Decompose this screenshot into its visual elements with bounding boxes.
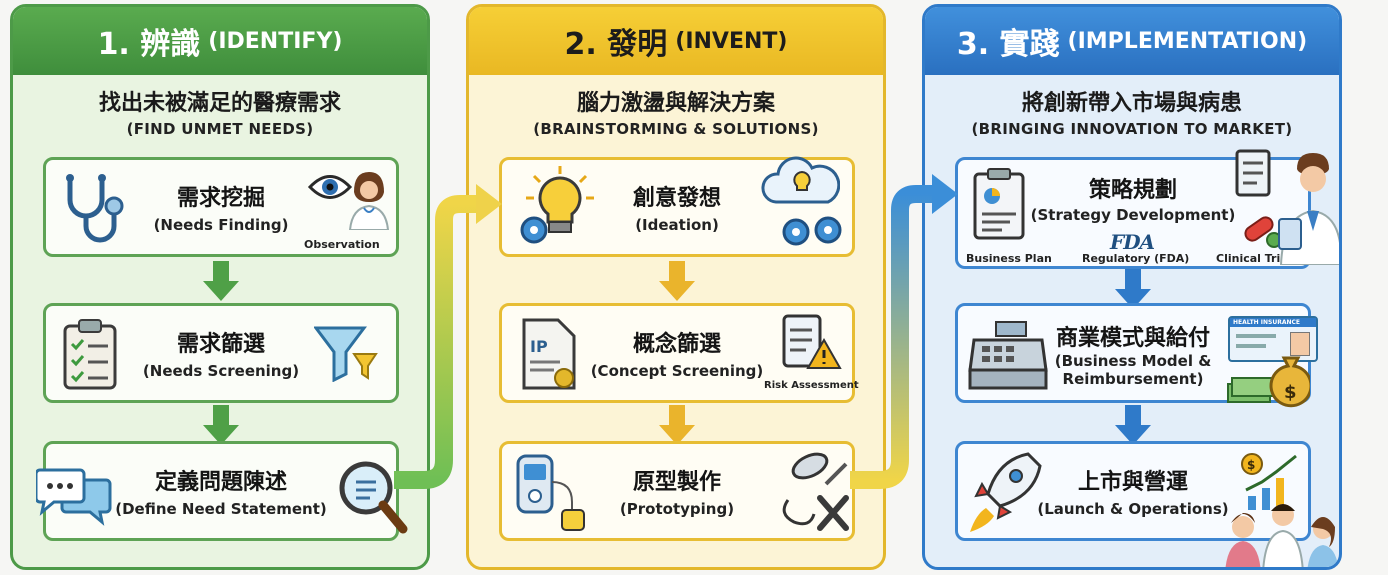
device-icon [516,454,585,531]
step-strategy-development: 策略規劃 (Strategy Development) FDA Business… [955,157,1311,269]
rocket-icon [970,452,1042,532]
step-title: 定義問題陳述 [154,470,287,495]
stage-invent: 2. 發明 (INVENT) 腦力激盪與解決方案 (BRAINSTORMING … [466,4,886,570]
flow-arrow-identify-to-invent [394,184,502,489]
insurance-card-label: HEALTH INSURANCE [1230,318,1316,327]
stage-identify-subtitle: 找出未被滿足的醫療需求 (FIND UNMET NEEDS) [13,85,427,138]
step-title-en: (Strategy Development) [1030,206,1236,224]
ip-document-icon: IP [522,318,576,390]
down-arrow [203,405,239,445]
step-title-en-line-1: (Business Model & [1054,352,1212,370]
step-prototyping: 原型製作 (Prototyping) [499,441,855,541]
subtitle-zh: 腦力激盪與解決方案 [576,91,775,116]
step-title: 創意發想 [632,186,721,211]
stage-implementation-title: 3. 實踐 [956,27,1060,62]
magnifier-icon [339,461,408,534]
regulatory-fda-label: Regulatory (FDA) [1082,252,1190,265]
chat-bubbles-icon [36,468,112,526]
stage-identify-title-en: (IDENTIFY) [208,28,343,54]
observation-label: Observation [304,238,380,251]
step-title: 概念篩選 [632,332,721,357]
stage-implementation: 3. 實踐 (IMPLEMENTATION) 將創新帶入市場與病患 (BRING… [922,4,1342,570]
checklist-icon [63,319,117,390]
down-arrow [1115,269,1151,309]
step-title-en: (Business Model & Reimbursement) [958,352,1308,388]
step-title-en: (Needs Finding) [153,216,289,234]
people-icon [1225,504,1339,567]
stage-invent-title-en: (INVENT) [675,28,788,54]
cash-register-icon [968,321,1048,390]
step-needs-finding: 需求挖掘 (Needs Finding) Observation [43,157,399,257]
step-title-en: (Ideation) [635,216,719,234]
stage-identify-header: 1. 辨識 (IDENTIFY) [13,7,427,75]
down-arrow [203,261,239,301]
svg-text:IP: IP [530,337,548,356]
clinical-trials-label: Clinical Trials [1216,252,1298,265]
stage-implementation-title-en: (IMPLEMENTATION) [1067,28,1308,54]
subtitle-zh: 將創新帶入市場與病患 [1021,91,1242,116]
down-arrow [659,261,695,301]
step-title-en: (Define Need Statement) [115,500,327,518]
down-arrow [659,405,695,445]
business-plan-icon [973,168,1025,240]
step-title: 需求篩選 [176,332,265,357]
stage-implementation-header: 3. 實踐 (IMPLEMENTATION) [925,7,1339,75]
subtitle-en: (FIND UNMET NEEDS) [126,120,314,138]
risk-assessment-label: Risk Assessment [764,380,859,391]
step-needs-screening: 需求篩選 (Needs Screening) [43,303,399,403]
flow-arrow-invent-to-implementation [850,174,958,489]
funnel-icon [314,326,378,382]
insurance-card-icon: HEALTH INSURANCE [1228,316,1318,362]
svg-text:$: $ [1284,382,1297,403]
warning-clipboard-icon [782,314,842,369]
doctor-clipboard-icon [1235,149,1339,265]
stage-identify-title: 1. 辨識 [97,27,201,62]
cloud-idea-icon [761,156,840,204]
step-title-en: (Needs Screening) [142,362,300,380]
down-arrow [1115,405,1151,445]
step-title: 需求挖掘 [176,186,265,211]
tools-icon [782,452,849,531]
step-title: 上市與營運 [1077,470,1188,495]
subtitle-en: (BRINGING INNOVATION TO MARKET) [971,120,1293,138]
gears-icon [782,216,842,246]
step-define-need-statement: 定義問題陳述 (Define Need Statement) [36,441,408,541]
stage-identify: 1. 辨識 (IDENTIFY) 找出未被滿足的醫療需求 (FIND UNMET… [10,4,430,570]
subtitle-zh: 找出未被滿足的醫療需求 [98,91,341,116]
subtitle-en: (BRAINSTORMING & SOLUTIONS) [533,120,819,138]
growth-chart-icon: $ [1241,453,1297,510]
eye-icon [308,175,352,199]
stage-implementation-subtitle: 將創新帶入市場與病患 (BRINGING INNOVATION TO MARKE… [925,85,1339,138]
step-concept-screening: IP 概念篩選 (Concept Screening) Risk Assessm… [499,303,859,403]
stethoscope-icon [66,174,124,243]
step-business-model: 商業模式與給付 (Business Model & Reimbursement)… [955,303,1318,408]
step-title: 商業模式與給付 [1055,326,1210,351]
step-title-en: (Launch & Operations) [1037,500,1229,518]
lightbulb-icon [520,166,594,244]
step-title-en: (Prototyping) [619,500,735,518]
fda-logo: FDA [1110,230,1155,254]
step-title-en-line-2: Reimbursement) [1062,370,1204,388]
stage-invent-title: 2. 發明 [564,27,668,62]
doctor-icon [348,172,390,230]
step-title: 原型製作 [632,470,721,495]
stage-invent-subtitle: 腦力激盪與解決方案 (BRAINSTORMING & SOLUTIONS) [469,85,883,138]
svg-text:$: $ [1247,458,1255,472]
step-title-en: (Concept Screening) [590,362,764,380]
business-plan-label: Business Plan [966,252,1052,265]
money-bag-icon: $ [1227,356,1310,408]
stage-invent-header: 2. 發明 (INVENT) [469,7,883,75]
step-ideation: 創意發想 (Ideation) [499,156,855,257]
step-title: 策略規劃 [1088,178,1177,203]
